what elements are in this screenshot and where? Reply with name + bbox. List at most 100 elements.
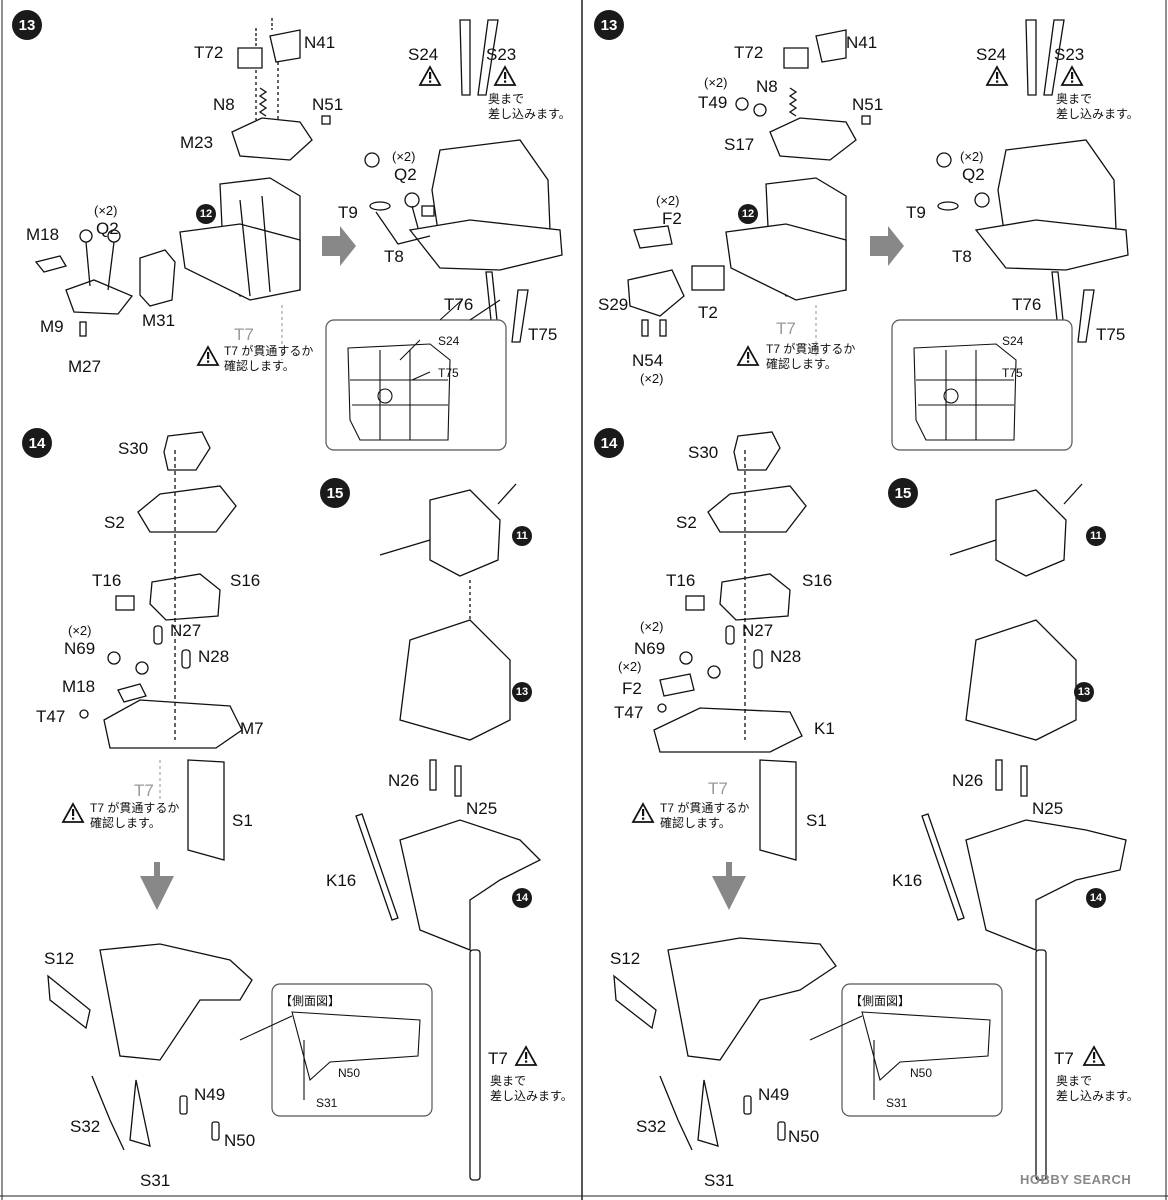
step-ref-13: 13 xyxy=(512,682,532,702)
inset-box xyxy=(891,319,1073,451)
step-ref-14: 14 xyxy=(512,888,532,908)
inset-label: S31 xyxy=(886,1096,908,1110)
part-label: M31 xyxy=(142,311,176,330)
multiplier: (×2) xyxy=(960,149,984,164)
part-label: T7 xyxy=(1054,1049,1074,1068)
part-label: T16 xyxy=(666,571,696,590)
part-label: N49 xyxy=(194,1085,226,1104)
part-label: Q2 xyxy=(394,165,417,184)
warning-note: T7 が貫通するか 確認します。 xyxy=(90,801,180,830)
side-view-title: 【側面図】 xyxy=(280,994,341,1008)
inset-label: N50 xyxy=(910,1066,933,1080)
part-label: S29 xyxy=(598,295,629,314)
part-label: S16 xyxy=(230,571,261,590)
step-badge-15: 15 xyxy=(320,478,350,508)
step-badge-15: 15 xyxy=(888,478,918,508)
part-label: N26 xyxy=(952,771,984,790)
warning-note: T7 が貫通するか 確認します。 xyxy=(660,801,750,830)
part-label: S32 xyxy=(636,1117,667,1136)
part-label: T75 xyxy=(528,325,558,344)
part-label: N25 xyxy=(1032,799,1064,818)
part-label: S30 xyxy=(118,439,149,458)
part-label: S23 xyxy=(486,45,517,64)
part-label: K1 xyxy=(814,719,835,738)
note: 奥まで 差し込みます。 xyxy=(1056,92,1139,121)
part-label: N69 xyxy=(634,639,666,658)
warning-note: T7 が貫通するか 確認します。 xyxy=(766,342,856,371)
part-label: N49 xyxy=(758,1085,790,1104)
part-label: N50 xyxy=(224,1131,256,1150)
part-label: T9 xyxy=(906,203,926,222)
part-label: S1 xyxy=(806,811,827,830)
part-label: T7 xyxy=(488,1049,508,1068)
part-label: N27 xyxy=(170,621,202,640)
part-label: N41 xyxy=(846,33,878,52)
part-label: M27 xyxy=(68,357,102,376)
part-label: T47 xyxy=(614,703,644,722)
part-label: S30 xyxy=(688,443,719,462)
flow-arrow xyxy=(140,862,174,910)
inset-label: S31 xyxy=(316,1096,338,1110)
part-label: N8 xyxy=(756,77,778,96)
watermark: HOBBY SEARCH xyxy=(1020,1172,1132,1187)
note: 奥まで 差し込みます。 xyxy=(488,92,571,121)
part-label: T76 xyxy=(1012,295,1042,314)
part-label: F2 xyxy=(622,679,642,698)
multiplier: (×2) xyxy=(656,193,680,208)
part-label: M23 xyxy=(180,133,214,152)
part-label: K16 xyxy=(892,871,923,890)
step-badge-13: 13 xyxy=(12,10,42,40)
part-label: N26 xyxy=(388,771,420,790)
inset-label: N50 xyxy=(338,1066,361,1080)
step-ref-11: 11 xyxy=(1086,526,1106,546)
step-badge-14: 14 xyxy=(594,428,624,458)
part-label: T47 xyxy=(36,707,66,726)
right-step14-assembly xyxy=(653,431,807,861)
step-badge-13: 13 xyxy=(594,10,624,40)
part-label: T8 xyxy=(384,247,404,266)
right-step13-assembly xyxy=(627,29,871,360)
part-label: T7 xyxy=(134,781,154,800)
step-ref-12: 12 xyxy=(738,204,758,224)
part-label: N50 xyxy=(788,1127,820,1146)
part-label: S24 xyxy=(976,45,1007,64)
part-label: N27 xyxy=(742,621,774,640)
multiplier: (×2) xyxy=(704,75,728,90)
part-label: N54 xyxy=(632,351,664,370)
multiplier: (×2) xyxy=(640,371,664,386)
note: 奥まで 差し込みます。 xyxy=(1056,1074,1139,1103)
side-view-box xyxy=(271,983,433,1117)
step-ref-14: 14 xyxy=(1086,888,1106,908)
part-label: N28 xyxy=(198,647,230,666)
part-label: S23 xyxy=(1054,45,1085,64)
part-label: T49 xyxy=(698,93,728,112)
flow-arrow xyxy=(712,862,746,910)
part-label: M18 xyxy=(26,225,60,244)
left-step14-assembly xyxy=(79,431,243,861)
left-step13-result xyxy=(364,19,563,343)
right-step13-result xyxy=(936,19,1129,343)
part-label: S31 xyxy=(704,1171,735,1190)
inset-label: S24 xyxy=(1002,334,1024,348)
inset-label: T75 xyxy=(438,366,459,380)
part-label: T7 xyxy=(708,779,728,798)
multiplier: (×2) xyxy=(68,623,92,638)
part-label: T75 xyxy=(1096,325,1126,344)
right-step15-assembly xyxy=(921,483,1127,1181)
part-label: S17 xyxy=(724,135,755,154)
part-label: S24 xyxy=(408,45,439,64)
left-step13-assembly xyxy=(34,18,331,360)
part-label: N69 xyxy=(64,639,96,658)
part-label: S2 xyxy=(676,513,697,532)
part-label: Q2 xyxy=(962,165,985,184)
part-label: T8 xyxy=(952,247,972,266)
inset-box xyxy=(325,319,507,451)
part-label: N41 xyxy=(304,33,336,52)
flow-arrow xyxy=(322,226,356,266)
part-label: T72 xyxy=(194,43,224,62)
step-badge-14: 14 xyxy=(22,428,52,458)
multiplier: (×2) xyxy=(618,659,642,674)
right-step14-result xyxy=(613,937,837,1151)
multiplier: (×2) xyxy=(94,203,118,218)
